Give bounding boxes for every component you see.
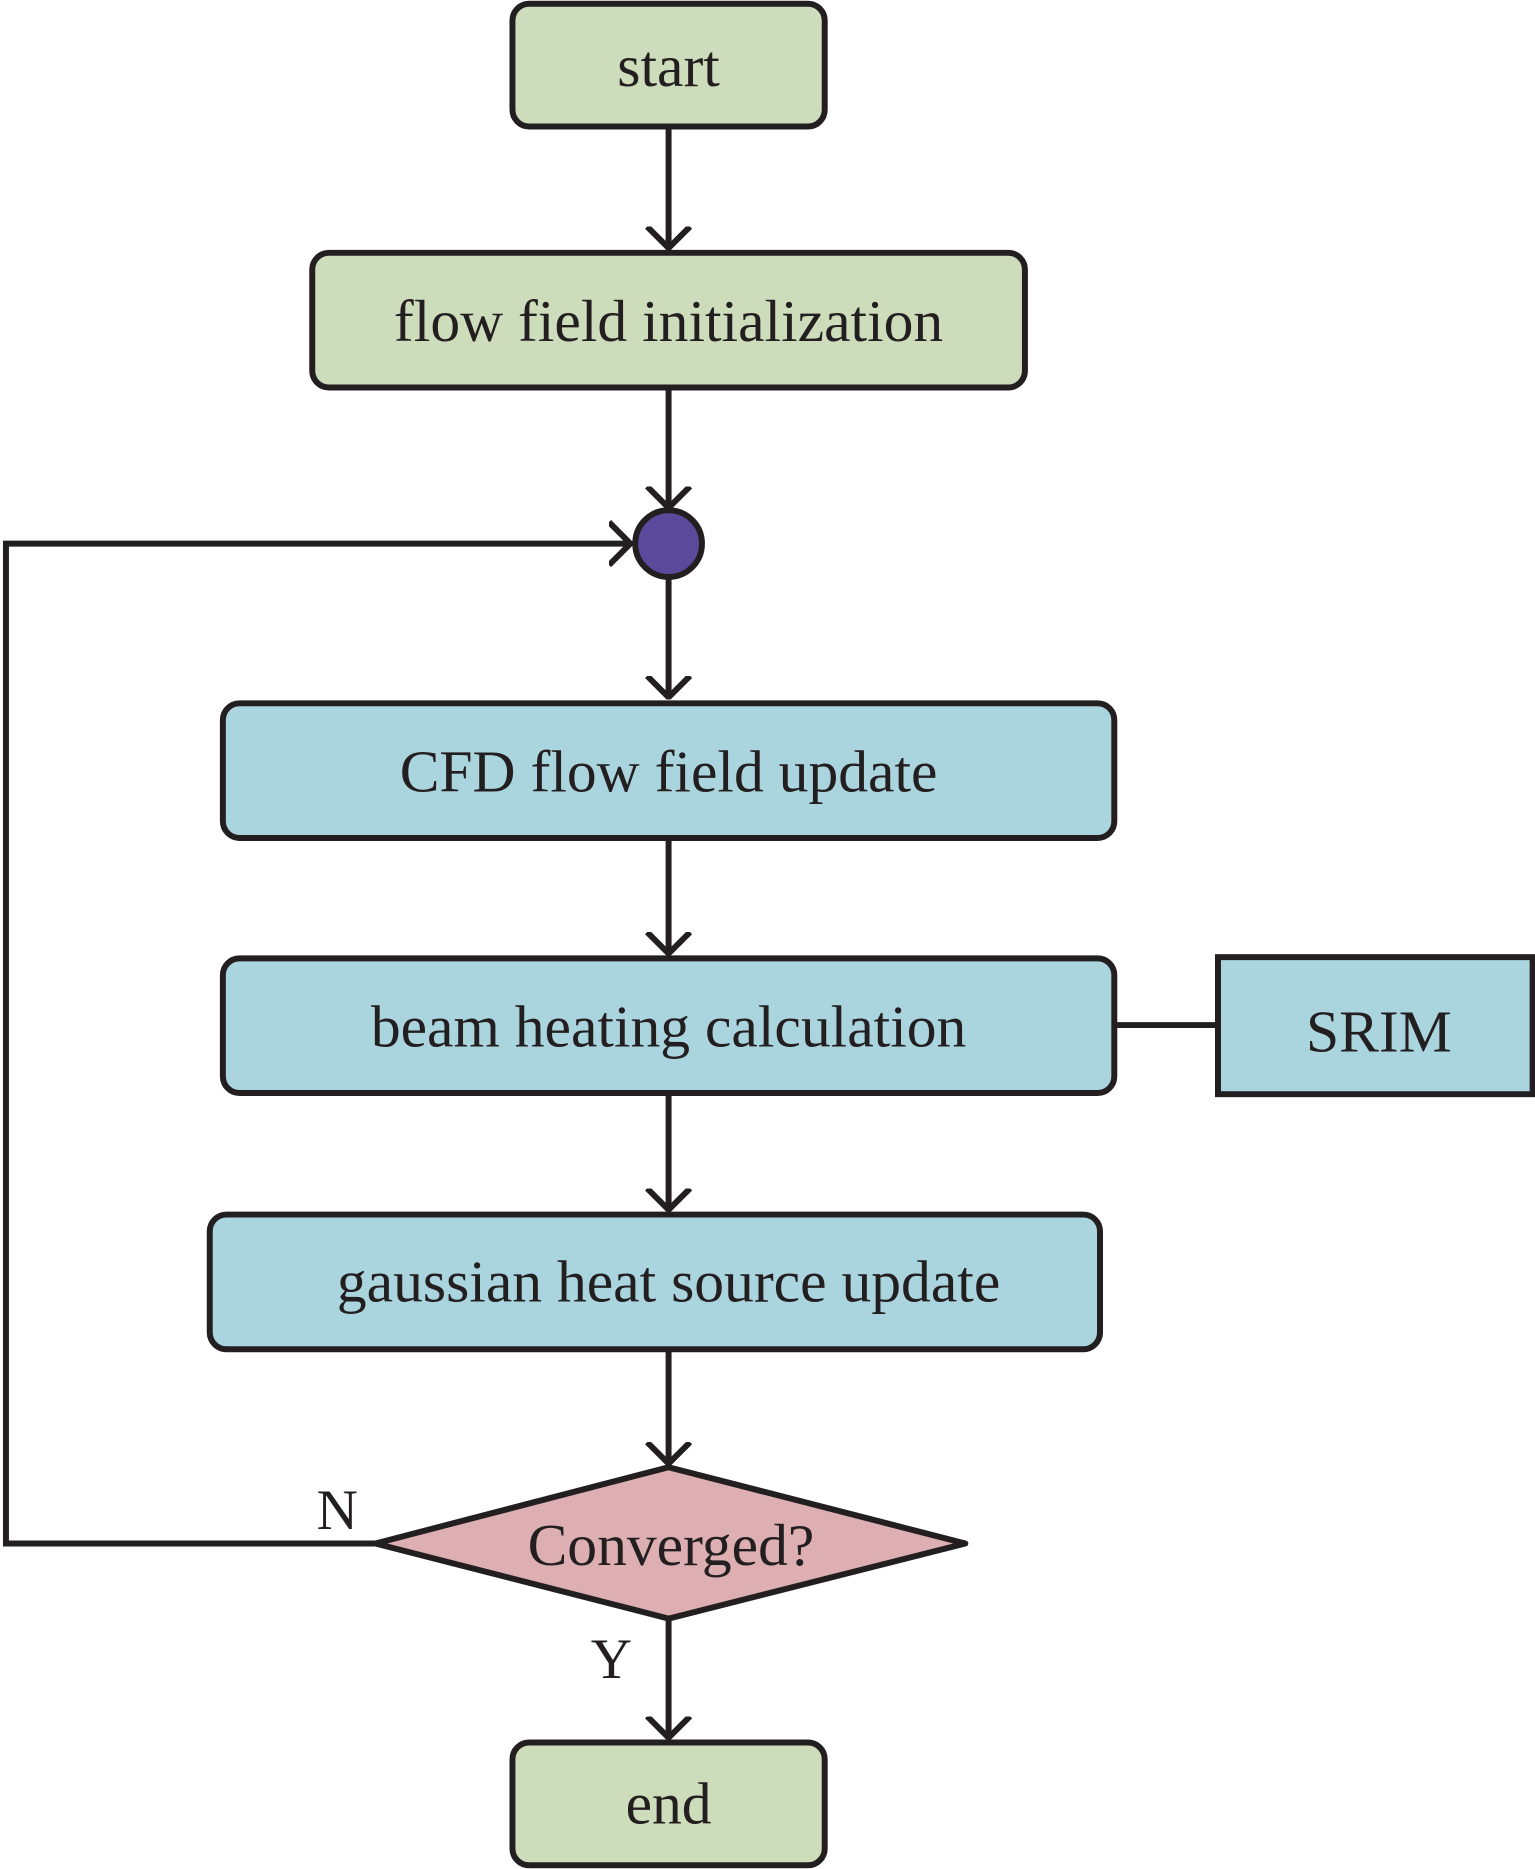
gaussian-heat-source-update-node: gaussian heat source update <box>206 1211 1103 1353</box>
edge-label-no: N <box>317 1479 358 1542</box>
gaussian-heat-source-update-label: gaussian heat source update <box>337 1249 1000 1315</box>
start-node: start <box>509 0 828 130</box>
cfd-flow-field-update-node: CFD flow field update <box>219 700 1118 841</box>
srim-node: SRIM <box>1215 954 1535 1098</box>
beam-heating-calculation-node: beam heating calculation <box>219 955 1118 1096</box>
loop-junction-node <box>632 507 705 580</box>
end-label: end <box>626 1771 712 1837</box>
converged-decision-node: Converged? <box>372 1464 969 1622</box>
end-node: end <box>509 1739 828 1869</box>
converged-label: Converged? <box>528 1512 815 1578</box>
start-label: start <box>617 33 720 99</box>
flow-field-initialization-label: flow field initialization <box>394 288 943 354</box>
cfd-flow-field-update-label: CFD flow field update <box>400 738 938 804</box>
srim-label: SRIM <box>1306 998 1452 1064</box>
flow-field-initialization-node: flow field initialization <box>309 249 1028 391</box>
edge-label-yes: Y <box>591 1628 632 1691</box>
loop-back-arrow-no <box>2 544 630 1547</box>
beam-heating-calculation-label: beam heating calculation <box>371 994 967 1060</box>
